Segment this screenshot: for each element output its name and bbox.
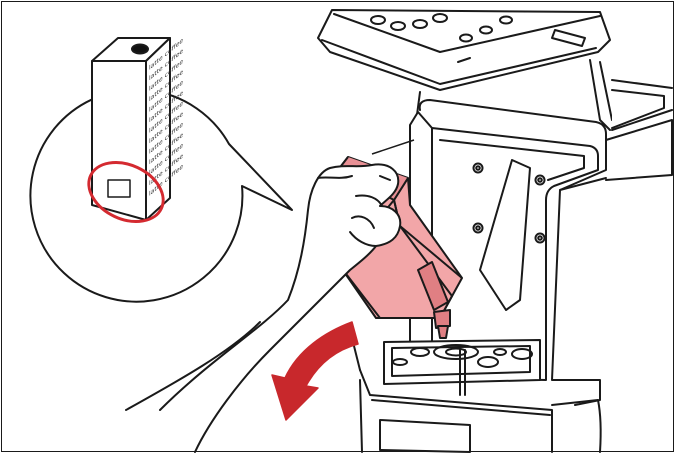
machine-lid [318, 10, 610, 90]
carton-closeup [92, 38, 170, 220]
curved-arrow-icon [272, 322, 358, 420]
